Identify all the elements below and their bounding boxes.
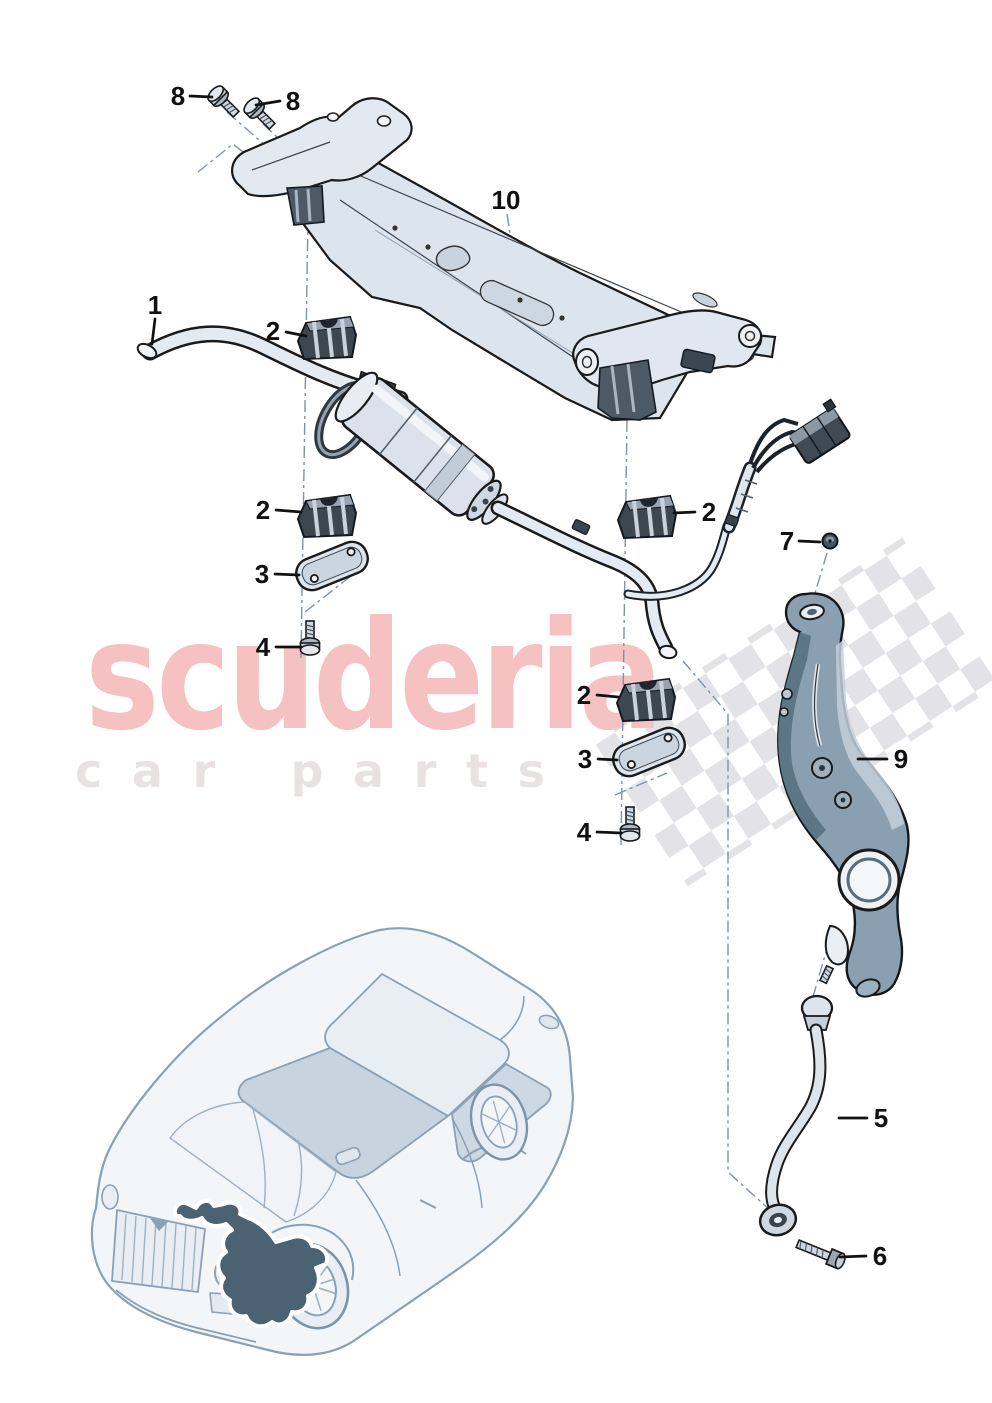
callout-2-lower-mid: 2	[577, 680, 620, 710]
link-rod-part	[758, 964, 835, 1237]
callout-label: 9	[894, 744, 908, 774]
callout-7: 7	[780, 526, 822, 556]
callout-label: 8	[171, 81, 185, 111]
callout-8-left: 8	[171, 81, 214, 111]
callout-1: 1	[148, 290, 162, 346]
callout-label: 1	[148, 290, 162, 320]
bushing-clamp-part	[616, 494, 678, 540]
tagline-watermark: car parts	[75, 744, 545, 798]
callout-label: 10	[492, 185, 521, 215]
callout-3-left: 3	[255, 559, 301, 589]
subframe-slot	[479, 279, 555, 327]
nut-part	[821, 532, 839, 550]
subframe-hole	[435, 245, 471, 272]
wheel-knuckle-part	[777, 592, 910, 998]
actuator-motor	[334, 371, 509, 525]
callouts: 8 8 10 1 2 2 3 4 2	[148, 81, 908, 1271]
callout-3-mid: 3	[578, 744, 619, 774]
car-windshield	[237, 1047, 449, 1179]
bushing-clamp-part	[296, 493, 358, 539]
callout-label: 3	[578, 744, 592, 774]
callout-2-mid-left: 2	[256, 495, 303, 525]
callout-9: 9	[856, 744, 908, 774]
car-rear-wheel	[469, 1083, 529, 1161]
callout-label: 5	[874, 1103, 888, 1133]
callout-6: 6	[838, 1241, 887, 1271]
stabilizer-bar-part	[136, 325, 678, 660]
car-hood	[169, 1101, 337, 1223]
cable-connector	[788, 398, 851, 464]
wiring-harness	[623, 398, 851, 601]
brand-watermark: scuderia	[85, 590, 660, 764]
callout-label: 4	[256, 632, 271, 662]
screw-part	[204, 82, 244, 122]
callout-label: 2	[702, 497, 716, 527]
callout-4-left: 4	[256, 632, 303, 662]
callout-8-right: 8	[254, 86, 300, 116]
bushing-clamp-part	[296, 315, 358, 361]
callout-label: 7	[780, 526, 794, 556]
car-locator	[90, 927, 575, 1356]
link-eye-bushing	[758, 1203, 798, 1237]
bar-clip	[571, 519, 591, 535]
callout-10: 10	[492, 185, 521, 215]
car-mirror	[335, 1146, 361, 1166]
subframe-left-mount	[286, 185, 325, 226]
subframe-part	[231, 97, 777, 422]
part-location-highlight	[173, 1199, 329, 1329]
callout-2-upper-left: 2	[266, 316, 308, 346]
callout-label: 3	[255, 559, 269, 589]
callout-label: 6	[873, 1241, 887, 1271]
callout-4-mid: 4	[577, 817, 623, 847]
callout-label: 2	[266, 316, 280, 346]
bar-end-tip	[658, 644, 678, 660]
screw-part	[619, 806, 641, 842]
callout-5: 5	[837, 1103, 888, 1133]
callout-2-right: 2	[672, 497, 716, 527]
bushing-clamp-part	[615, 677, 677, 723]
bolt-part	[795, 1239, 846, 1270]
callout-label: 8	[286, 86, 300, 116]
callout-label: 2	[577, 680, 591, 710]
bar-end-tip	[136, 342, 158, 360]
callout-label: 2	[256, 495, 270, 525]
subframe-right-mount	[597, 359, 657, 421]
callout-label: 4	[577, 817, 592, 847]
retaining-plate-part	[290, 536, 374, 596]
